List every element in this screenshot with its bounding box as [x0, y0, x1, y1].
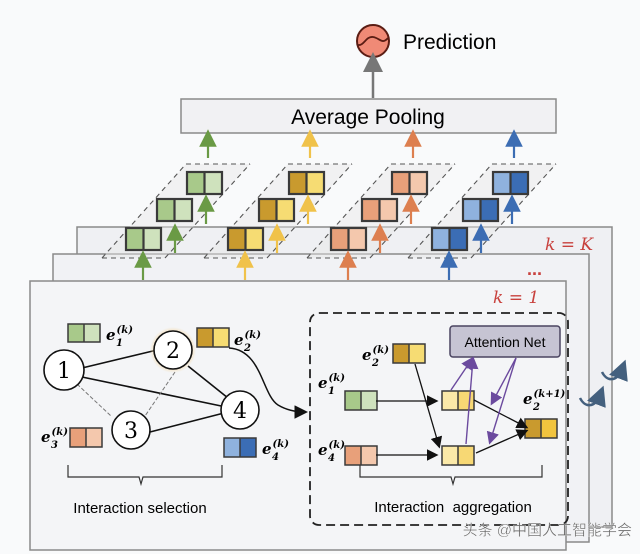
stack-embedding-orange-1 [329, 226, 368, 252]
interaction-aggregation-label: Interaction aggregation [374, 499, 532, 516]
embedding-stack-yellow [203, 129, 353, 280]
edge-3-4 [149, 412, 225, 433]
prediction-label: Prediction [403, 31, 496, 54]
embedding-stack-blue [407, 129, 557, 280]
stack-embedding-green-2 [155, 197, 194, 223]
agg-input-chip-e4 [344, 445, 378, 466]
prediction-output: Prediction [356, 24, 496, 58]
edge-1-4 [81, 376, 227, 408]
interaction-selection-graph: 1 2 3 4 [43, 327, 260, 450]
embedding-chip-e4 [223, 437, 257, 458]
embedding-stack-green [101, 129, 251, 280]
embedding-chip-e1 [67, 323, 101, 343]
attention-net-box: Attention Net [449, 325, 561, 358]
watermark: 头条 @中国人工智能学会 [463, 521, 632, 539]
node-1[interactable] [43, 349, 85, 391]
node-2[interactable] [153, 330, 193, 370]
stack-embedding-yellow-1 [226, 226, 265, 252]
aggregation-arrows [376, 356, 529, 461]
stack-embedding-orange-2 [360, 197, 399, 223]
attention-out-arrow-2 [486, 357, 517, 445]
stack-embedding-blue-3 [491, 170, 530, 196]
stack-embedding-yellow-2 [257, 197, 296, 223]
node-4-label: 4 [233, 399, 247, 424]
layer-recurrence-arrow-1 [578, 385, 606, 408]
embedding-stack-orange [306, 129, 456, 280]
node-4[interactable] [220, 390, 260, 430]
aggregation-panel [309, 312, 569, 526]
edge-2-4 [187, 365, 229, 399]
layer-ellipsis-label: ... [527, 259, 542, 279]
agg-input-chip-e2 [392, 343, 426, 364]
arrow-agg1-to-output [473, 399, 529, 429]
sigmoid-curve-icon [357, 36, 389, 46]
arrow-agg2-to-output [475, 429, 529, 454]
to-aggregation-arrow [228, 347, 308, 419]
embedding-stacks [101, 129, 557, 280]
embedding-chip-e2 [196, 327, 230, 348]
embedding-chip-e3 [69, 427, 103, 448]
attention-net-label: Attention Net [465, 334, 546, 350]
stack-embedding-blue-2 [461, 197, 500, 223]
layer-k-K-label: k = K [545, 235, 594, 255]
stack-embedding-orange-3 [390, 170, 429, 196]
agg-weighted-chip-2 [441, 445, 475, 466]
layer-k-1-label: k = 1 [493, 288, 539, 308]
stack-embedding-yellow-3 [287, 170, 326, 196]
average-pooling-label: Average Pooling [291, 106, 445, 129]
stack-embedding-green-1 [124, 226, 163, 252]
stack-embedding-blue-1 [430, 226, 469, 252]
arrow-e2-to-agg2 [414, 363, 443, 449]
attention-out-arrow-1 [490, 357, 517, 406]
aggregation-brace [359, 465, 543, 487]
attention-in-arrow-2 [465, 356, 479, 445]
interaction-selection-label: Interaction selection [73, 500, 206, 517]
agg-input-chip-e1 [344, 390, 378, 411]
node-1-label: 1 [57, 359, 71, 384]
edge-2-3-dashed [144, 371, 176, 417]
node-3-label: 3 [124, 419, 138, 444]
edge-1-2 [81, 349, 158, 369]
node-3[interactable] [111, 410, 151, 450]
stack-embedding-green-3 [185, 170, 224, 196]
layer-recurrence-arrow-2 [600, 359, 628, 382]
selection-brace [67, 465, 223, 487]
average-pooling-box: Average Pooling [180, 98, 557, 134]
agg-output-chip-e2-next [524, 418, 558, 439]
edge-1-3-dashed [76, 383, 112, 417]
node-2-label: 2 [166, 339, 180, 364]
